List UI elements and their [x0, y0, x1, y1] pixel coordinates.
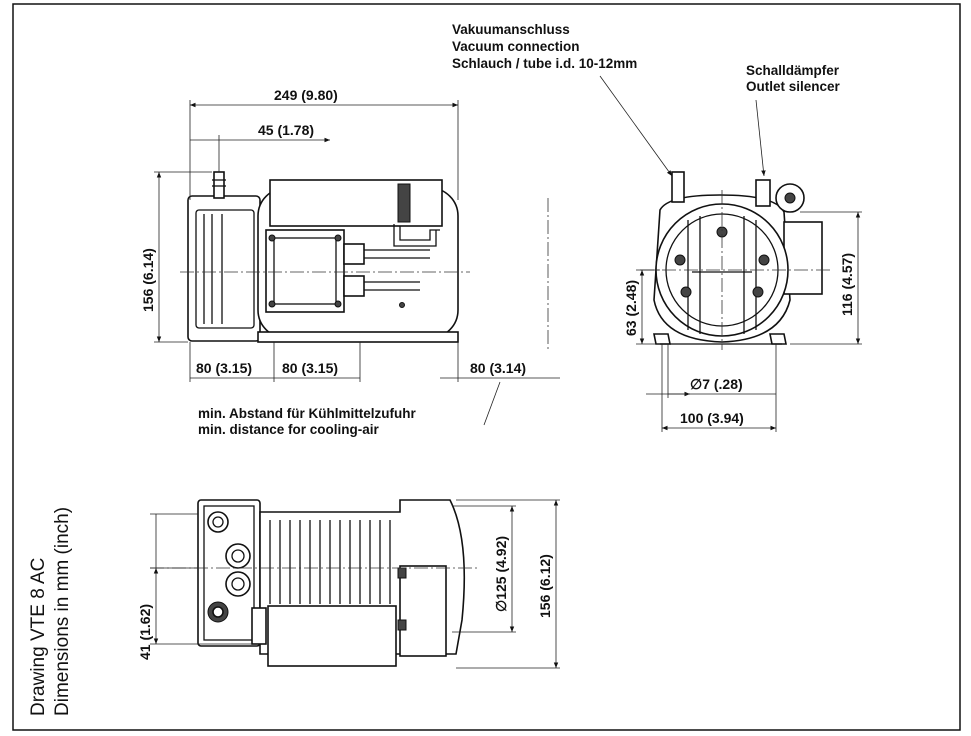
dim-overall-length: 249 (9.80): [274, 87, 338, 103]
top-view-dimensions: 41 (1.62) ∅125 (4.92) 156 (6.12): [137, 499, 560, 669]
drawing-title: Drawing VTE 8 AC: [28, 558, 49, 716]
dim-top-offset: 41 (1.62): [137, 604, 153, 660]
dim-clearance: 80 (3.14): [470, 360, 526, 376]
clearance-label-en: min. distance for cooling-air: [198, 422, 380, 437]
drawing-units: Dimensions in mm (inch): [52, 507, 73, 716]
end-view: [640, 171, 830, 350]
dim-side-height: 116 (4.57): [839, 253, 855, 316]
dim-hole-dia: ∅7 (.28): [690, 376, 743, 392]
dim-foot-left: 80 (3.15): [196, 360, 252, 376]
silencer-label-en: Outlet silencer: [746, 79, 841, 94]
dim-foot-right: 80 (3.15): [282, 360, 338, 376]
side-view-dimensions: 249 (9.80) 45 (1.78) 156 (6.14) 80 (3.15…: [140, 87, 560, 437]
side-view: [180, 171, 549, 350]
dim-top-width: 156 (6.12): [537, 554, 553, 618]
dim-connection-offset: 45 (1.78): [258, 122, 314, 138]
vacuum-label-de: Vakuumanschluss: [452, 22, 570, 37]
top-view: [150, 499, 480, 667]
drawing-frame: [12, 3, 961, 731]
dim-motor-dia: ∅125 (4.92): [493, 536, 509, 612]
end-view-dimensions: Vakuumanschluss Vacuum connection Schlau…: [452, 22, 862, 432]
silencer-label-de: Schalldämpfer: [746, 63, 840, 78]
clearance-label-de: min. Abstand für Kühlmittelzufuhr: [198, 406, 416, 421]
dim-centre-height: 63 (2.48): [623, 280, 639, 336]
dim-foot-spacing: 100 (3.94): [680, 410, 744, 426]
vacuum-label-en: Vacuum connection: [452, 39, 580, 54]
dim-front-height: 156 (6.14): [140, 248, 156, 312]
hose-label: Schlauch / tube i.d. 10-12mm: [452, 56, 637, 71]
